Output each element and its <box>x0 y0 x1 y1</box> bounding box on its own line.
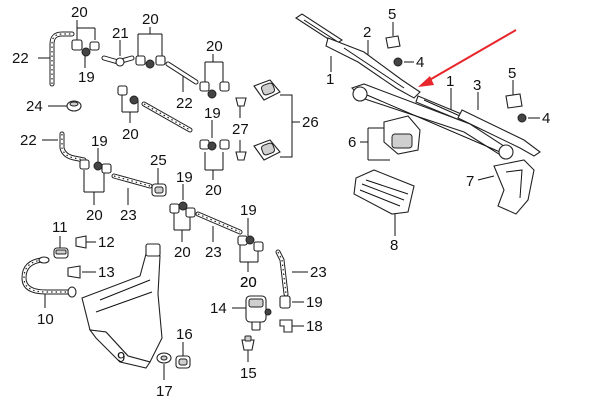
callout-22: 22 <box>20 132 37 149</box>
callout-22: 22 <box>176 95 193 112</box>
callout-5: 5 <box>508 65 516 82</box>
callout-13: 13 <box>98 264 115 281</box>
callout-20: 20 <box>86 207 103 224</box>
callout-21: 21 <box>112 25 129 42</box>
callout-23: 23 <box>310 264 327 281</box>
callout-16: 16 <box>176 326 193 343</box>
connector-part-12 <box>75 235 87 249</box>
callout-20: 20 <box>205 182 222 199</box>
callout-23: 23 <box>120 207 137 224</box>
hose-part-22-left <box>59 131 87 163</box>
callout-19: 19 <box>176 169 193 186</box>
washer-pump-part-14 <box>245 295 272 331</box>
callout-10: 10 <box>37 311 54 328</box>
grommet-part-15 <box>241 335 255 351</box>
washer-nozzle-part-26 <box>253 79 281 161</box>
callout-20: 20 <box>240 274 257 291</box>
wiper-arm-part-3 <box>457 109 541 157</box>
callout-4: 4 <box>542 110 550 127</box>
callout-15: 15 <box>240 365 257 382</box>
seal-part-17 <box>156 352 172 364</box>
callout-23: 23 <box>205 244 222 261</box>
callout-20: 20 <box>174 244 191 261</box>
motor-cover-part-8 <box>353 169 415 215</box>
level-sensor-part-16 <box>175 355 191 369</box>
callout-9: 9 <box>117 349 125 366</box>
callout-8: 8 <box>390 237 398 254</box>
connector-part-13 <box>67 265 81 279</box>
hose-part-23-right <box>275 249 289 297</box>
callout-20: 20 <box>122 126 139 143</box>
filler-neck-part-10 <box>21 256 77 298</box>
nut-cap-part-5-top <box>385 35 401 49</box>
callout-19: 19 <box>78 69 95 86</box>
clip-part-20b <box>89 41 100 51</box>
nut-part-4-top <box>393 57 403 67</box>
wiper-linkage-motor-part-6 <box>350 83 514 160</box>
callout-12: 12 <box>98 234 115 251</box>
callout-19: 19 <box>204 105 221 122</box>
wiper-arm-part-2 <box>325 37 421 99</box>
callout-14: 14 <box>210 300 227 317</box>
clip-part-20a <box>71 39 83 51</box>
callout-7: 7 <box>466 173 474 190</box>
callout-1: 1 <box>326 71 334 88</box>
check-valve-part-25 <box>151 183 167 197</box>
callout-20: 20 <box>206 38 223 55</box>
callout-27: 27 <box>232 121 249 138</box>
callout-20: 20 <box>71 4 88 21</box>
callout-17: 17 <box>156 383 173 400</box>
callout-11: 11 <box>52 219 68 236</box>
callout-25: 25 <box>150 152 167 169</box>
callout-4: 4 <box>416 54 424 71</box>
callout-19: 19 <box>306 294 323 311</box>
callout-19: 19 <box>240 202 257 219</box>
callout-26: 26 <box>302 114 319 131</box>
elbow-part-18 <box>279 319 293 333</box>
hose-part-23-mid <box>111 173 153 189</box>
callout-1: 1 <box>446 73 454 90</box>
fitting-part-27a <box>235 97 247 107</box>
callout-6: 6 <box>348 134 356 151</box>
cowl-bracket-part-7 <box>493 159 535 215</box>
clamp-part-19a <box>81 47 91 57</box>
nut-cap-part-5-right <box>505 93 523 109</box>
callout-22: 22 <box>12 50 29 67</box>
clamp-part-19f <box>279 295 291 309</box>
callout-2: 2 <box>363 24 371 41</box>
reservoir-cap-part-11 <box>53 247 69 259</box>
callouts: 20 22 19 21 20 20 22 20 24 19 26 27 20 2… <box>12 4 550 400</box>
hose-part-22-top <box>49 31 75 87</box>
washer-reservoir-part-9 <box>81 243 163 369</box>
callout-5: 5 <box>388 6 396 23</box>
pointer-arrow-icon <box>418 29 517 87</box>
tee-part-21 <box>115 57 125 67</box>
hose-part-23-center <box>195 211 243 235</box>
callout-20: 20 <box>142 11 159 28</box>
grommet-part-24 <box>66 100 82 112</box>
wiper-blade-part-1-left <box>294 13 344 45</box>
hose-part-22-center <box>141 61 199 133</box>
fitting-part-27b <box>235 151 247 161</box>
callout-20: 20 <box>240 274 257 291</box>
nut-part-4-right <box>517 113 527 123</box>
parts <box>21 13 541 369</box>
callout-19: 19 <box>91 133 108 150</box>
callout-24: 24 <box>26 98 43 115</box>
callout-18: 18 <box>306 318 323 335</box>
callout-3: 3 <box>473 77 481 94</box>
